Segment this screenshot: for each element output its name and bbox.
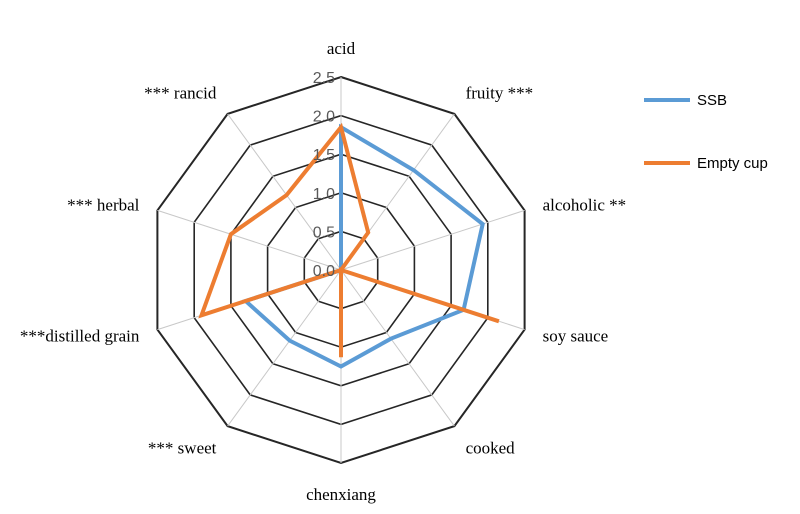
spoke-alcoholic bbox=[340, 209, 525, 271]
spoke-herbal bbox=[157, 209, 342, 271]
category-labels: acid fruity *** alcoholic ** soy sauce cooke… bbox=[20, 39, 626, 504]
tick-label: 1.0 bbox=[313, 186, 335, 203]
series-line-ssb bbox=[241, 123, 485, 369]
tick-label: 1.5 bbox=[313, 147, 335, 164]
legend-label-ssb: SSB bbox=[697, 92, 727, 109]
tick-labels: 0.0 0.5 1.0 1.5 2.0 2.5 bbox=[313, 70, 335, 280]
series-line-empty-cup bbox=[198, 122, 500, 358]
category-label-rancid: *** rancid bbox=[144, 84, 217, 103]
legend: SSB Empty cup bbox=[644, 92, 768, 172]
spoke-rancid bbox=[227, 113, 342, 271]
category-label-herbal: *** herbal bbox=[67, 196, 140, 215]
tick-label: 2.5 bbox=[313, 70, 335, 87]
category-label-sweet: *** sweet bbox=[148, 439, 217, 458]
category-label-alcoholic: alcoholic ** bbox=[543, 196, 627, 215]
tick-label: 2.0 bbox=[313, 109, 335, 126]
spoke-cooked bbox=[340, 269, 455, 427]
category-label-distilled-grain: ***distilled grain bbox=[20, 327, 140, 346]
category-label-acid: acid bbox=[327, 39, 356, 58]
tick-label: 0.0 bbox=[313, 263, 335, 280]
category-label-cooked: cooked bbox=[466, 439, 516, 458]
spoke-sweet bbox=[227, 269, 342, 427]
category-label-fruity: fruity *** bbox=[466, 84, 534, 103]
tick-label: 0.5 bbox=[313, 224, 335, 241]
series-layer bbox=[198, 122, 500, 369]
legend-label-empty-cup: Empty cup bbox=[697, 155, 768, 172]
category-label-chenxiang: chenxiang bbox=[306, 485, 376, 504]
category-label-soy-sauce: soy sauce bbox=[543, 327, 609, 346]
